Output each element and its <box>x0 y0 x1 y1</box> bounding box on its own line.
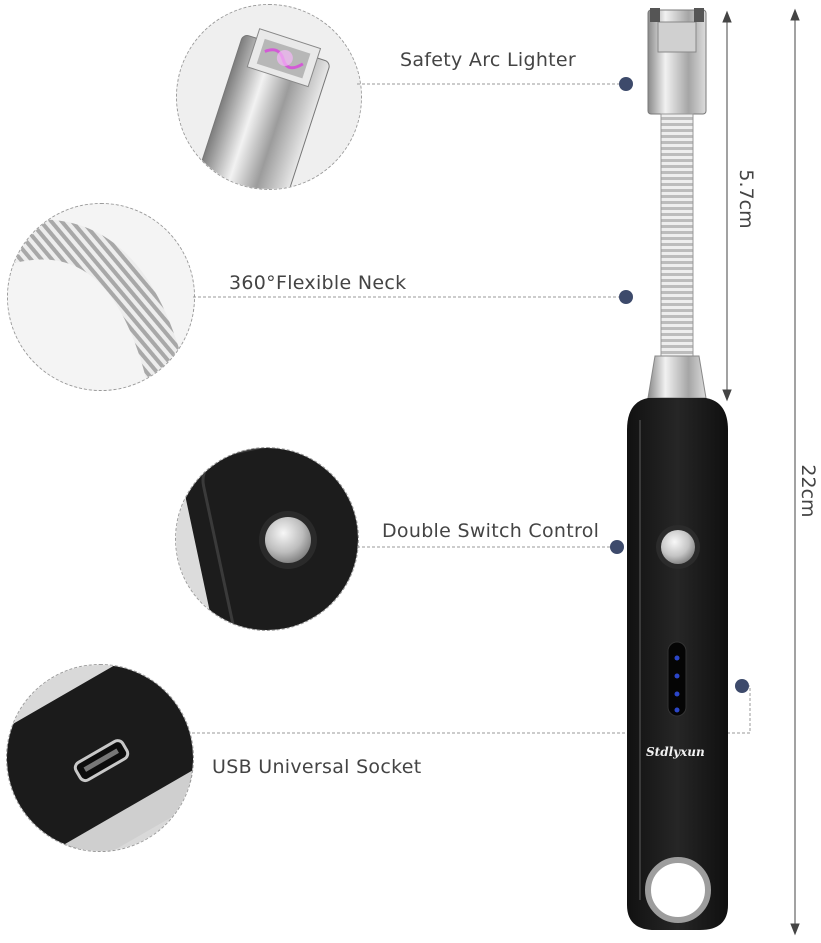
arc-tip-closeup-image <box>177 5 361 189</box>
dimension-total-label: 22cm <box>797 464 819 518</box>
label-safety-arc-lighter: Safety Arc Lighter <box>400 49 577 71</box>
marker-dot-usb <box>735 679 749 693</box>
dimension-neck-label: 5.7cm <box>735 169 757 229</box>
zoom-circle-usb <box>6 664 194 852</box>
lighter-tip <box>647 8 707 115</box>
marker-dot-neck <box>619 290 633 304</box>
neck-closeup-image <box>8 204 194 390</box>
lighter-flexible-neck <box>660 113 694 357</box>
dimension-total-arrow <box>790 8 800 936</box>
brand-logo: Stdlyxun <box>646 745 705 759</box>
battery-led-3 <box>674 691 680 697</box>
lighter-hanging-hole <box>645 857 711 923</box>
zoom-circle-switch <box>175 447 359 631</box>
label-flexible-neck: 360°Flexible Neck <box>229 272 407 294</box>
battery-led-2 <box>674 673 680 679</box>
battery-led-1 <box>674 655 680 661</box>
label-usb-universal-socket: USB Universal Socket <box>212 756 422 778</box>
dimension-neck-arrow <box>722 10 732 402</box>
usb-closeup-image <box>7 665 193 851</box>
lighter-switch-button <box>661 530 695 564</box>
zoom-circle-arc-tip <box>176 4 362 190</box>
marker-dot-switch <box>610 540 624 554</box>
connector-line-usb <box>192 685 751 734</box>
label-double-switch-control: Double Switch Control <box>382 520 600 542</box>
zoom-circle-flexible-neck <box>7 203 195 391</box>
battery-led-4 <box>674 707 680 713</box>
switch-closeup-image <box>176 448 358 630</box>
marker-dot-arc <box>619 77 633 91</box>
battery-indicator-window <box>667 641 687 717</box>
lighter-collar <box>647 355 707 399</box>
